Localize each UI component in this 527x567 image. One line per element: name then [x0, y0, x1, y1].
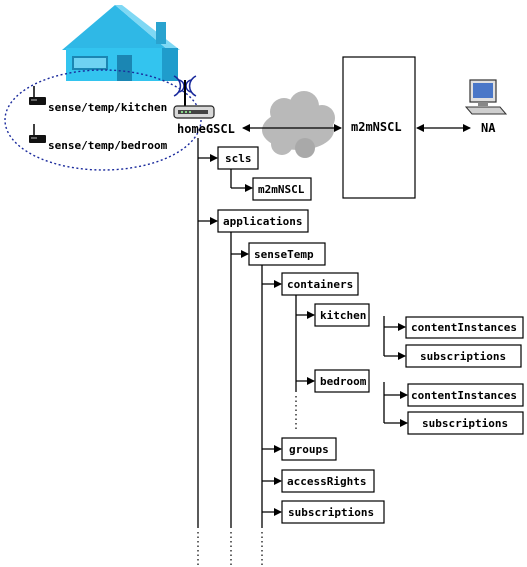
- node-bedroom-contentInstances: contentInstances: [411, 389, 517, 402]
- kitchen-sensor-label: sense/temp/kitchen: [48, 101, 167, 114]
- na-label: NA: [481, 121, 496, 135]
- node-groups: groups: [289, 443, 329, 456]
- node-subscriptions: subscriptions: [288, 506, 374, 519]
- node-containers: containers: [287, 278, 353, 291]
- bedroom-sensor-icon: [29, 124, 46, 143]
- node-bedroom-subscriptions: subscriptions: [422, 417, 508, 430]
- computer-icon: [464, 79, 508, 115]
- node-kitchen-subscriptions: subscriptions: [420, 350, 506, 363]
- server-box: [342, 56, 416, 199]
- server-label: m2mNSCL: [351, 120, 402, 134]
- gateway-label: homeGSCL: [177, 122, 235, 136]
- node-scls: scls: [225, 152, 252, 165]
- node-kitchen: kitchen: [320, 309, 366, 322]
- house-icon: [62, 5, 180, 81]
- node-senseTemp: senseTemp: [254, 248, 314, 261]
- kitchen-sensor-icon: [29, 86, 46, 105]
- node-applications: applications: [223, 215, 302, 228]
- node-scls-m2mNSCL: m2mNSCL: [258, 183, 305, 196]
- bedroom-sensor-label: sense/temp/bedroom: [48, 139, 168, 152]
- node-kitchen-contentInstances: contentInstances: [411, 321, 517, 334]
- node-accessRights: accessRights: [287, 475, 366, 488]
- router-icon: [173, 75, 215, 119]
- cloud-icon: [262, 91, 335, 158]
- node-bedroom: bedroom: [320, 375, 367, 388]
- home-network-ellipse: [4, 69, 202, 171]
